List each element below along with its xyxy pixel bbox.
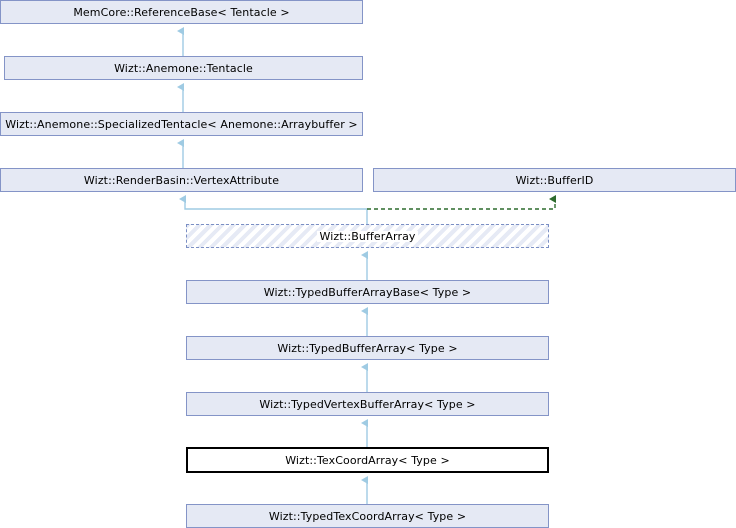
node-wizt-renderbasin-vertexattribute[interactable]: Wizt::RenderBasin::VertexAttribute [0, 168, 363, 192]
node-label: Wizt::TypedBufferArray< Type > [277, 341, 458, 355]
node-wizt-typedbufferarray[interactable]: Wizt::TypedBufferArray< Type > [186, 336, 549, 360]
edge-bufferarray-to-vertexattribute [179, 195, 368, 224]
node-label: Wizt::TypedTexCoordArray< Type > [268, 509, 467, 523]
node-wizt-typedtexcoordarray[interactable]: Wizt::TypedTexCoordArray< Type > [186, 504, 549, 528]
node-wizt-bufferid[interactable]: Wizt::BufferID [373, 168, 736, 192]
node-label: Wizt::Anemone::SpecializedTentacle< Anem… [5, 117, 358, 131]
node-label: Wizt::TexCoordArray< Type > [285, 453, 450, 467]
node-wizt-texcoordarray-current[interactable]: Wizt::TexCoordArray< Type > [186, 447, 549, 473]
node-wizt-anemone-tentacle[interactable]: Wizt::Anemone::Tentacle [4, 56, 363, 80]
node-label: Wizt::BufferID [515, 173, 594, 187]
node-label: Wizt::TypedVertexBufferArray< Type > [259, 397, 476, 411]
edge-bufferarray-to-bufferid [367, 195, 556, 210]
node-label: Wizt::BufferArray [317, 229, 418, 243]
node-label: Wizt::TypedBufferArrayBase< Type > [263, 285, 472, 299]
node-label: Wizt::Anemone::Tentacle [114, 61, 253, 75]
node-wizt-typedbufferarraybase[interactable]: Wizt::TypedBufferArrayBase< Type > [186, 280, 549, 304]
node-wizt-anemone-specializedtentacle[interactable]: Wizt::Anemone::SpecializedTentacle< Anem… [0, 112, 363, 136]
node-label: Wizt::RenderBasin::VertexAttribute [83, 173, 280, 187]
node-label: MemCore::ReferenceBase< Tentacle > [73, 5, 290, 19]
node-memcore-referencebase[interactable]: MemCore::ReferenceBase< Tentacle > [0, 0, 363, 24]
node-wizt-bufferarray[interactable]: Wizt::BufferArray [186, 224, 549, 248]
node-wizt-typedvertexbufferarray[interactable]: Wizt::TypedVertexBufferArray< Type > [186, 392, 549, 416]
